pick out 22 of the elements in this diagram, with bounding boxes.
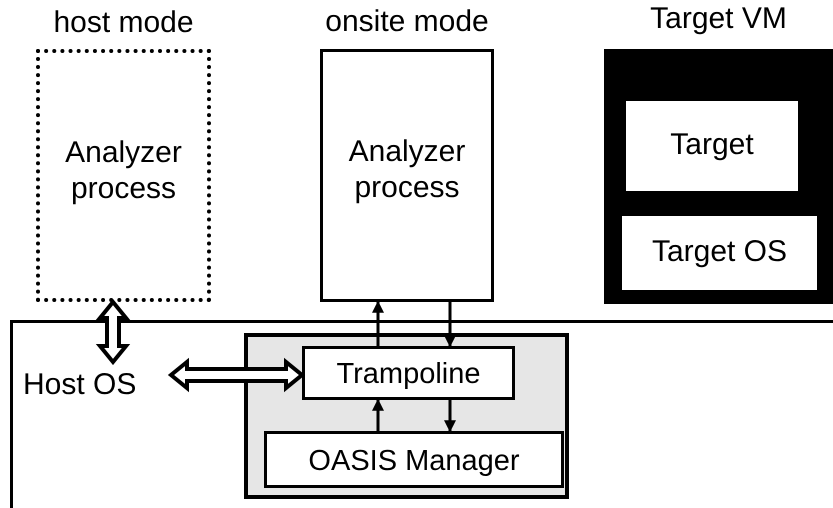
box-label: Trampoline (336, 357, 482, 392)
box-label: Analyzer process (348, 134, 466, 206)
box-heading: onsite mode (324, 4, 490, 40)
box-label: Target OS (650, 234, 788, 270)
component-box (626, 101, 798, 191)
box-label: Analyzer process (64, 135, 183, 207)
host-os-region (10, 320, 833, 508)
arrow (444, 302, 456, 348)
arrow (444, 400, 456, 432)
module-box (244, 333, 569, 499)
box-heading: Target VM (649, 1, 788, 37)
double-arrow (168, 358, 306, 392)
component-box (264, 431, 564, 488)
box-label: Target (669, 127, 755, 163)
arrow (372, 300, 384, 346)
component-box (622, 216, 817, 290)
arrow (372, 398, 384, 431)
box-label: OASIS Manager (307, 444, 521, 479)
double-arrow (96, 298, 130, 366)
component-box (302, 346, 515, 400)
box-heading: host mode (52, 5, 195, 41)
region-label: Host OS (23, 367, 136, 403)
